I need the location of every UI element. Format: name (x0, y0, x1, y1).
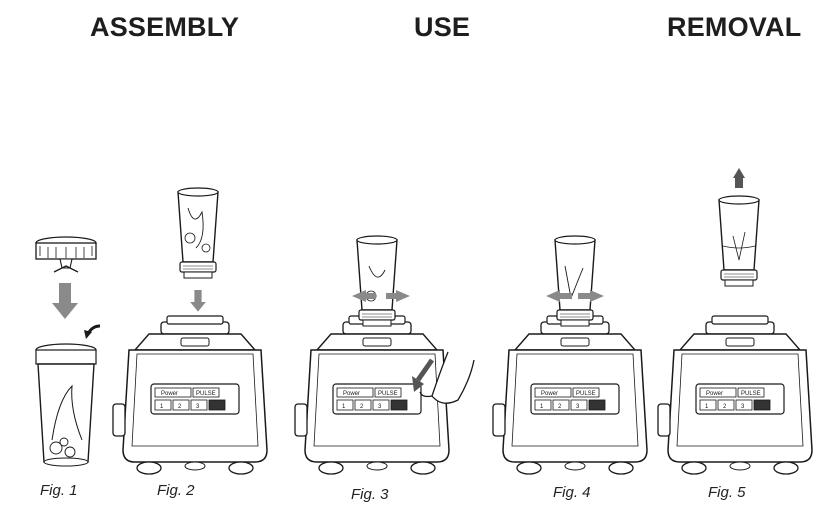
figure-3-caption: Fig. 3 (351, 486, 389, 503)
speed-button-label: 3 (741, 404, 745, 410)
figure-2-caption: Fig. 2 (157, 482, 195, 499)
pulse-label: PULSE (378, 391, 398, 397)
power-label: Power (161, 391, 178, 397)
speed-button-label: 1 (160, 404, 164, 410)
figure-3-drawing (294, 235, 475, 475)
heading-use: USE (414, 12, 471, 42)
power-label: Power (343, 391, 360, 397)
pulse-label: PULSE (196, 391, 216, 397)
speed-button-label: 2 (558, 404, 562, 410)
figure-2-drawing (112, 187, 268, 475)
speed-button-label: 1 (705, 404, 709, 410)
heading-removal: REMOVAL (667, 12, 802, 42)
control-panel-labels: Power PULSE 1 2 3 (160, 391, 216, 410)
figure-1-caption: Fig. 1 (40, 482, 78, 499)
pulse-label: PULSE (741, 391, 761, 397)
speed-button-label: 3 (576, 404, 580, 410)
heading-assembly: ASSEMBLY (90, 12, 240, 42)
pulse-label: PULSE (576, 391, 596, 397)
figure-5-drawing (657, 168, 813, 475)
speed-button-label: 2 (360, 404, 364, 410)
figure-5-caption: Fig. 5 (708, 484, 746, 501)
figure-4-caption: Fig. 4 (553, 484, 591, 501)
control-panel-labels: Power PULSE 1 2 3 (705, 391, 761, 410)
speed-button-label: 1 (342, 404, 346, 410)
figure-4-drawing (492, 235, 648, 475)
control-panel-labels: Power PULSE 1 2 3 (540, 391, 596, 410)
speed-button-label: 2 (178, 404, 182, 410)
power-label: Power (706, 391, 723, 397)
speed-button-label: 3 (196, 404, 200, 410)
figure-1-drawing (35, 236, 101, 467)
power-label: Power (541, 391, 558, 397)
speed-button-label: 2 (723, 404, 727, 410)
speed-button-label: 3 (378, 404, 382, 410)
control-panel-labels: Power PULSE 1 2 3 (342, 391, 398, 410)
speed-button-label: 1 (540, 404, 544, 410)
